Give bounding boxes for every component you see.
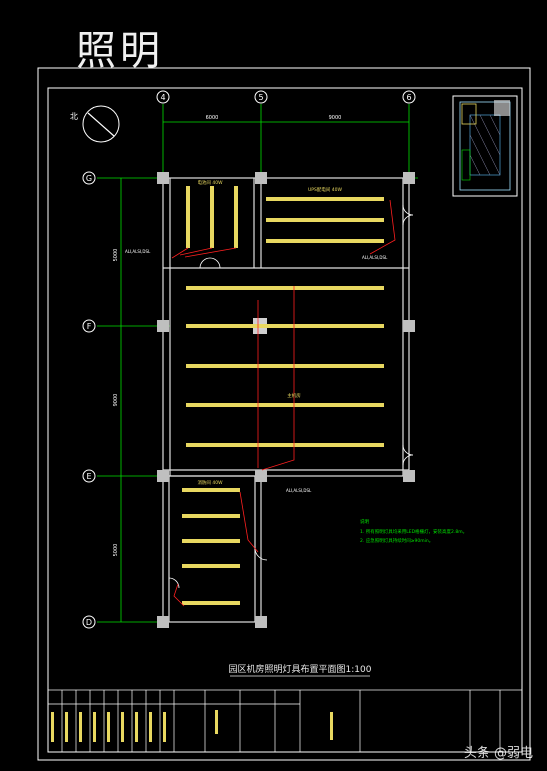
axis-bubble-g <box>82 171 96 185</box>
note-line-1: 1. 所有照明灯具均采用LED格栅灯，安装高度2.8m。 <box>360 528 467 535</box>
wiring <box>171 199 396 607</box>
axis-bubble-e <box>82 469 96 483</box>
notes-title: 说明 <box>360 518 369 525</box>
light-fixture <box>182 539 240 543</box>
light-fixture <box>266 218 384 222</box>
doors <box>168 204 414 589</box>
panel-label-1: ALI,ALSI,DSL <box>125 249 151 254</box>
watermark-text: 头条 @弱电 <box>463 746 533 761</box>
fixture-group-bottom-room <box>182 488 240 605</box>
light-fixture <box>182 601 240 605</box>
light-fixture <box>266 197 384 201</box>
key-plan-inset <box>452 95 518 197</box>
axis-bubble-4 <box>156 90 170 104</box>
inner-frame <box>47 87 523 753</box>
fixture-group-main-room <box>186 286 384 447</box>
panel-label-2: ALI,ALSI,DSL <box>362 255 388 260</box>
page-heading: 照明 <box>76 28 164 74</box>
north-arrow: 北 <box>70 105 120 143</box>
north-label: 北 <box>70 112 78 121</box>
axis-bubble-5 <box>254 90 268 104</box>
room-label-bottom: 消防间 40W <box>197 479 223 486</box>
dim-top-left: 6000 <box>206 115 219 121</box>
light-fixture <box>182 514 240 518</box>
light-fixture <box>186 286 384 290</box>
outer-frame <box>37 67 531 761</box>
structural-columns <box>157 172 415 628</box>
dim-top-right: 9000 <box>329 115 342 121</box>
axis-label-e: E <box>86 472 91 481</box>
fixture-group-ups-room <box>266 197 384 243</box>
light-fixture <box>186 324 384 328</box>
fixture-group-left-room <box>186 186 238 248</box>
axis-label-g: G <box>86 174 92 183</box>
light-fixture <box>186 403 384 407</box>
room-label-ups: UPS配电间 40W <box>308 186 343 193</box>
light-fixture <box>186 186 190 248</box>
dim-left-lower: 5000 <box>113 544 119 557</box>
light-fixture <box>234 186 238 248</box>
light-fixture <box>186 364 384 368</box>
panel-label-3: ALI,ALSI,DSL <box>286 488 312 493</box>
axis-bubble-d <box>82 615 96 629</box>
light-fixture <box>182 564 240 568</box>
room-label-left: 电池间 40W <box>197 179 223 186</box>
title-block <box>47 689 523 753</box>
light-fixture <box>266 239 384 243</box>
walls <box>162 177 410 623</box>
dim-left-upper: 5000 <box>113 249 119 262</box>
light-fixture <box>182 488 240 492</box>
axis-label-4: 4 <box>160 93 165 102</box>
axis-label-d: D <box>86 618 92 627</box>
light-fixture <box>210 186 214 248</box>
dim-left-middle: 9000 <box>113 394 119 407</box>
axis-bubble-6 <box>402 90 416 104</box>
plan-title: 园区机房照明灯具布置平面图1:100 <box>229 663 372 675</box>
room-label-main: 主机房 <box>287 392 301 399</box>
axis-bubble-f <box>82 319 96 333</box>
axis-label-6: 6 <box>406 93 411 102</box>
axis-label-5: 5 <box>258 93 263 102</box>
light-fixture <box>186 443 384 447</box>
axis-label-f: F <box>87 322 92 331</box>
note-line-2: 2. 应急照明灯具持续时间≥90min。 <box>360 537 433 544</box>
